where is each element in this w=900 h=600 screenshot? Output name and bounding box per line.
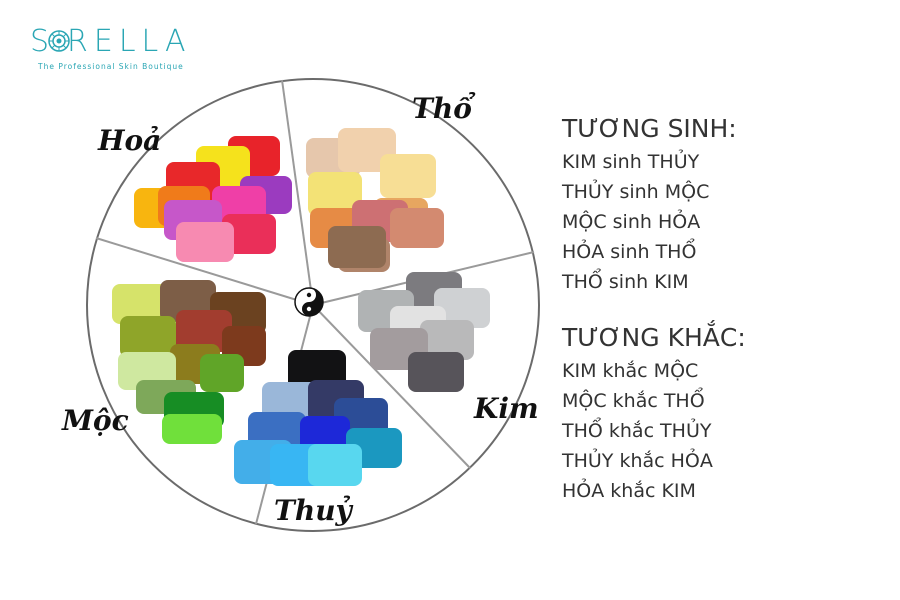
swatch	[222, 214, 276, 254]
swatch-group-moc	[112, 280, 266, 444]
tuong-khac-rule: HỎA khắc KIM	[562, 480, 696, 502]
tuong-sinh-rule: THỦY sinh MỘC	[562, 181, 710, 203]
swatch-group-tho	[306, 128, 444, 272]
tuong-khac-rule: THỦY khắc HỎA	[562, 450, 713, 472]
brand-tagline: The Professional Skin Boutique	[38, 62, 184, 71]
label-kim: Kim	[474, 392, 539, 425]
swatch-group-kim	[358, 272, 490, 392]
label-moc: Mộc	[62, 404, 129, 437]
tuong-sinh-rule: HỎA sinh THỔ	[562, 241, 697, 263]
swatch-group-hoa	[134, 136, 292, 262]
swatch	[120, 316, 176, 358]
swatch	[408, 352, 464, 392]
tuong-khac-rule: KIM khắc MỘC	[562, 360, 699, 382]
yin-yang-icon	[294, 287, 324, 317]
tuong-sinh-rule: THỔ sinh KIM	[562, 271, 689, 293]
swatch	[308, 172, 362, 216]
tuong-khac-title: TƯƠNG KHẮC:	[562, 323, 746, 352]
swatch	[162, 414, 222, 444]
tuong-sinh-title: TƯƠNG SINH:	[562, 114, 737, 143]
swatch	[420, 320, 474, 360]
swatch-group-thuy	[234, 350, 402, 486]
label-tho: Thổ	[412, 92, 472, 125]
swatch	[176, 222, 234, 262]
tuong-khac-rule: MỘC khắc THỔ	[562, 390, 705, 412]
swatch	[308, 444, 362, 486]
tuong-sinh-rule: MỘC sinh HỎA	[562, 211, 701, 233]
brand-name: S RELLA	[30, 24, 192, 59]
relations-panel: TƯƠNG SINH: KIM sinh THỦY THỦY sinh MỘC …	[562, 114, 882, 506]
swatch	[434, 288, 490, 328]
mandala-icon	[48, 30, 70, 52]
swatch	[176, 310, 232, 352]
swatch	[390, 208, 444, 248]
five-elements-wheel	[86, 78, 540, 532]
tuong-sinh-rule: KIM sinh THỦY	[562, 151, 700, 173]
swatch	[200, 354, 244, 392]
swatch	[380, 154, 436, 198]
swatch	[112, 284, 168, 324]
brand-logo: S RELLA The Professional Skin Boutique	[24, 20, 224, 80]
tuong-khac-rule: THỔ khắc THỦY	[562, 420, 712, 442]
swatch	[328, 226, 386, 268]
label-thuy: Thuỷ	[274, 494, 352, 527]
label-hoa: Hoả	[98, 124, 162, 157]
